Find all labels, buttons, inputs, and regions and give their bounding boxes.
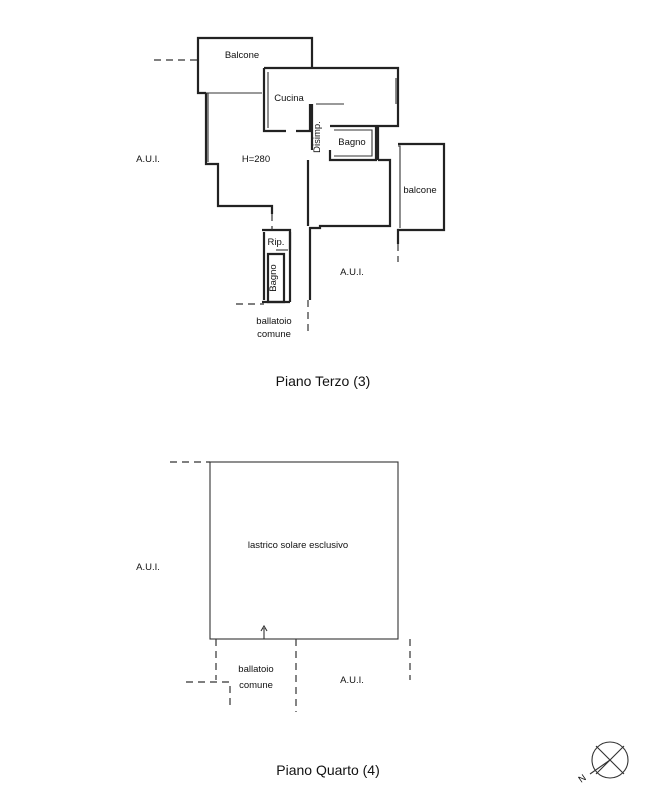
label-balcone-top: Balcone <box>225 50 259 61</box>
entrance-walls <box>262 232 292 304</box>
lower-right-room <box>308 158 392 300</box>
living-outer-wall <box>204 93 274 214</box>
aui-boundary-4 <box>170 461 411 712</box>
label-comune-4: comune <box>239 680 273 691</box>
label-disimp: Disimp. <box>312 121 323 153</box>
entry-arrow <box>260 624 268 639</box>
label-ballatoio-4: ballatoio <box>238 664 273 675</box>
floor-3-plan: Balcone Cucina H=280 Disimp. Bagno balco… <box>136 36 446 389</box>
label-aui-left: A.U.I. <box>136 154 160 165</box>
kitchen-walls <box>262 66 312 133</box>
compass-north-label: N <box>577 772 589 785</box>
living-inner-wall <box>206 92 209 162</box>
label-comune: comune <box>257 329 291 340</box>
label-ballatoio: ballatoio <box>256 316 291 327</box>
floor-4-plan: lastrico solare esclusivo A.U.I. A.U.I. … <box>136 461 411 778</box>
floor-4-title: Piano Quarto (4) <box>276 762 380 778</box>
upper-right-inner <box>316 78 397 105</box>
balcony-top-outline <box>196 36 314 95</box>
label-aui-left-4: A.U.I. <box>136 562 160 573</box>
bathroom-main-walls <box>328 124 378 162</box>
aui-boundary <box>154 59 399 332</box>
roof-terrace-outline <box>209 461 399 640</box>
floor-3-title: Piano Terzo (3) <box>276 373 371 389</box>
label-rip: Rip. <box>268 237 285 248</box>
bathroom-main-inner <box>334 129 373 157</box>
label-cucina: Cucina <box>274 93 304 104</box>
label-aui-right: A.U.I. <box>340 267 364 278</box>
label-bagno-small: Bagno <box>268 264 279 291</box>
label-aui-right-4: A.U.I. <box>340 675 364 686</box>
label-living-height: H=280 <box>242 154 270 165</box>
label-lastrico: lastrico solare esclusivo <box>248 540 348 551</box>
compass-icon: N <box>577 741 629 785</box>
label-bagno-main: Bagno <box>338 137 365 148</box>
balcony-right-inner <box>398 145 401 228</box>
balcony-right-outline <box>396 142 446 244</box>
label-balcone-right: balcone <box>403 185 436 196</box>
corridor-wall <box>306 104 314 226</box>
upper-right-room <box>312 66 400 160</box>
